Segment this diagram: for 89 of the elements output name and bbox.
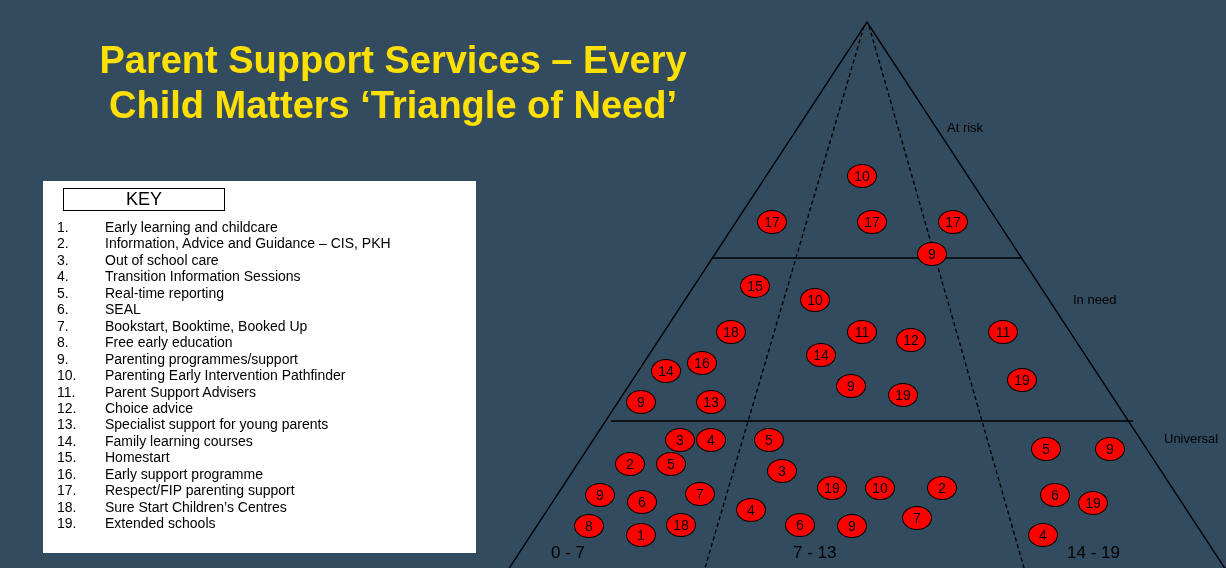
- key-item-text: Information, Advice and Guidance – CIS, PKH: [105, 235, 391, 252]
- number-circle: 6: [785, 513, 815, 537]
- number-circle: 12: [896, 328, 926, 352]
- key-item-text: Parent Support Advisers: [105, 383, 256, 400]
- number-circle: 2: [927, 476, 957, 500]
- number-circle: 19: [817, 476, 847, 500]
- key-item-text: Extended schools: [105, 515, 216, 532]
- key-item-number: 17.: [57, 482, 77, 499]
- key-heading: KEY: [63, 188, 225, 211]
- key-item-number: 8.: [57, 334, 69, 351]
- number-circle: 19: [888, 383, 918, 407]
- number-circle: 4: [696, 428, 726, 452]
- number-circle: 17: [938, 210, 968, 234]
- key-item-number: 3.: [57, 251, 69, 268]
- number-circle: 11: [847, 320, 877, 344]
- age-range-label: 14 - 19: [1067, 543, 1120, 563]
- number-circle: 6: [1040, 483, 1070, 507]
- key-item-text: Transition Information Sessions: [105, 268, 301, 285]
- number-circle: 17: [757, 210, 787, 234]
- number-circle: 1: [626, 523, 656, 547]
- key-item-number: 14.: [57, 432, 77, 449]
- number-circle: 7: [685, 482, 715, 506]
- key-item-text: Respect/FIP parenting support: [105, 482, 295, 499]
- number-circle: 5: [656, 452, 686, 476]
- key-item-number: 12.: [57, 399, 77, 416]
- number-circle: 10: [865, 476, 895, 500]
- key-item-number: 13.: [57, 416, 77, 433]
- key-item-text: Parenting programmes/support: [105, 350, 298, 367]
- key-item-number: 18.: [57, 498, 77, 515]
- number-circle: 9: [1095, 437, 1125, 461]
- level-label: At risk: [947, 120, 984, 135]
- number-circle: 10: [847, 164, 877, 188]
- number-circle: 10: [800, 288, 830, 312]
- number-circle: 15: [740, 274, 770, 298]
- age-range-label: 7 - 13: [793, 543, 837, 563]
- number-circle: 5: [1031, 437, 1061, 461]
- key-item-number: 19.: [57, 515, 77, 532]
- key-item-number: 5.: [57, 284, 69, 301]
- number-circle: 19: [1007, 368, 1037, 392]
- number-circle: 18: [716, 320, 746, 344]
- key-item-text: Choice advice: [105, 399, 193, 416]
- key-item-number: 6.: [57, 301, 69, 318]
- key-item-number: 7.: [57, 317, 69, 334]
- level-label: Universal: [1164, 431, 1219, 446]
- number-circle: 19: [1078, 491, 1108, 515]
- key-item-number: 16.: [57, 465, 77, 482]
- age-range-label: 0 - 7: [551, 543, 586, 563]
- number-circle: 11: [988, 320, 1018, 344]
- number-circle: 14: [806, 343, 836, 367]
- key-item-text: Bookstart, Booktime, Booked Up: [105, 317, 308, 334]
- key-item-number: 11.: [57, 383, 76, 400]
- number-circle: 4: [1028, 523, 1058, 547]
- key-item-text: Free early education: [105, 334, 233, 351]
- number-circle: 9: [626, 390, 656, 414]
- number-circle: 14: [651, 359, 681, 383]
- key-item-number: 15.: [57, 449, 77, 466]
- number-circle: 13: [696, 390, 726, 414]
- key-item-number: 10.: [57, 367, 77, 384]
- number-circle: 5: [754, 428, 784, 452]
- number-circle: 8: [574, 514, 604, 538]
- key-item-text: Sure Start Children’s Centres: [105, 498, 287, 515]
- key-item-number: 1.: [57, 219, 69, 235]
- key-item-text: Early learning and childcare: [105, 219, 278, 235]
- number-circle: 9: [836, 374, 866, 398]
- number-circle: 4: [736, 498, 766, 522]
- number-circle: 16: [687, 351, 717, 375]
- key-item-number: 9.: [57, 350, 69, 367]
- key-item-text: Early support programme: [105, 465, 263, 482]
- key-item-text: Real-time reporting: [105, 284, 225, 301]
- title: Parent Support Services – Every Child Matters ‘Triangle of Need’: [98, 38, 688, 128]
- number-circle: 2: [615, 452, 645, 476]
- number-circle: 18: [666, 513, 696, 537]
- key-item-number: 2.: [57, 235, 69, 252]
- number-circle: 6: [627, 490, 657, 514]
- key-item-text: Out of school care: [105, 251, 219, 268]
- number-circle: 9: [837, 514, 867, 538]
- key-item-number: 4.: [57, 268, 69, 285]
- number-circle: 9: [917, 242, 947, 266]
- level-label: In need: [1073, 292, 1117, 307]
- number-circle: 3: [767, 459, 797, 483]
- key-item-text: Homestart: [105, 449, 170, 466]
- key-item-text: SEAL: [105, 301, 141, 318]
- number-circle: 17: [857, 210, 887, 234]
- number-circle: 9: [585, 483, 615, 507]
- key-item-text: Parenting Early Intervention Pathfinder: [105, 367, 346, 384]
- key-item-text: Specialist support for young parents: [105, 416, 329, 433]
- key-item-text: Family learning courses: [105, 432, 253, 449]
- number-circle: 3: [665, 428, 695, 452]
- number-circle: 7: [902, 506, 932, 530]
